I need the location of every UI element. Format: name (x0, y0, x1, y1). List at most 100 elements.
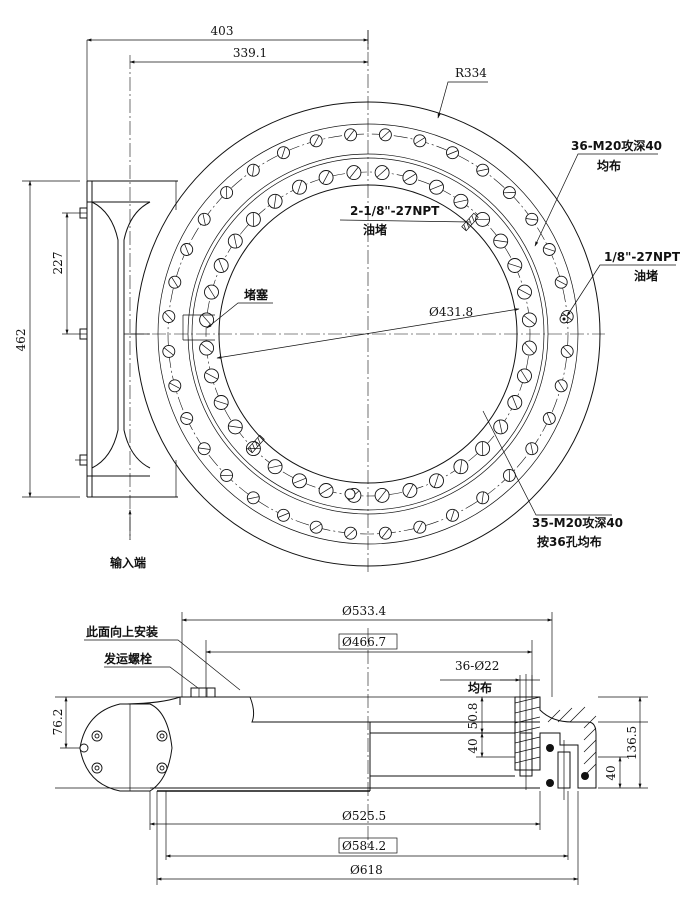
inner-bolt-hole-mark (377, 489, 387, 502)
outer-bolt-hole-mark (562, 346, 572, 357)
inner-bolt-hole-mark (481, 441, 484, 456)
callout-input-end: 输入端 (110, 509, 146, 570)
dim-height-462: 462 (14, 180, 80, 498)
dim-d618-label: Ø618 (350, 863, 383, 877)
dim-bore: Ø431.8 (216, 305, 520, 359)
outer-bolt-hole-mark (277, 512, 290, 518)
outer-bolt-holes (162, 128, 574, 540)
plug-label: 堵塞 (244, 287, 269, 302)
inner-bolt-hole-mark (475, 218, 490, 221)
inner-bolt-hole-mark (349, 166, 359, 179)
outer-bolt-hole-mark (281, 146, 286, 159)
dim-136-label: 136.5 (625, 726, 639, 760)
inner-bolt-hole-mark (201, 314, 212, 326)
outer-bolt-hole-mark (202, 213, 206, 226)
outer-ring-step (157, 123, 579, 545)
oil-plug-marks (247, 212, 569, 500)
inner-bolt-hole-mark (214, 399, 228, 405)
outer-bolt-hole-mark (476, 168, 489, 172)
side-view: Ø533.4 Ø466.7 36-Ø22 均布 76.2 50.8 40 136… (51, 604, 648, 885)
outer-bolt-hole-mark (184, 243, 190, 256)
inner-bolt-hole-mark (511, 395, 518, 410)
inner-bolt-hole-mark (268, 464, 282, 469)
dim-462-label: 462 (14, 329, 28, 352)
oil-plug-spec: 2-1/8"-27NPT (350, 204, 440, 218)
dim-50-label: 50.8 (466, 703, 480, 730)
inner-bolt-hole-mark (376, 167, 388, 178)
callout-outer-holes: 36-M20攻深40 均布 (534, 138, 662, 247)
dim-d466-label: Ø466.7 (342, 635, 386, 649)
outer-bolt-hole-mark (345, 528, 356, 538)
inner-holes-spec: 35-M20攻深40 (532, 515, 623, 530)
outer-bolt-hole-mark (180, 416, 193, 421)
callout-oil-plugs: 2-1/8"-27NPT 油堵 (339, 204, 471, 237)
inner-bolt-hole-mark (498, 420, 503, 434)
dim-40a-label: 40 (466, 738, 480, 753)
worm-housing-side (79, 703, 173, 792)
inner-bolt-hole-mark (292, 477, 307, 484)
inner-bolt-hole-mark (403, 173, 417, 182)
inner-bolt-hole-mark (297, 180, 303, 194)
outer-bolt-hole-mark (346, 129, 355, 140)
outer-bolt-hole-mark (450, 509, 455, 522)
dim-d525-label: Ø525.5 (342, 809, 386, 823)
outer-bolt-circle (167, 133, 569, 535)
dim-339-label: 339.1 (233, 46, 267, 60)
outer-bolt-hole-mark (446, 150, 459, 156)
inner-bolt-holes (199, 165, 537, 503)
callout-inner-holes: 35-M20攻深40 按36孔均布 (482, 410, 623, 549)
oil-plug-name: 油堵 (363, 222, 387, 237)
outer-bolt-hole-mark (169, 382, 181, 389)
inner-bolt-hole-mark (322, 171, 330, 184)
r334-label: R334 (455, 66, 487, 80)
inner-bolt-hole-mark (228, 425, 243, 429)
grease-plug-name: 油堵 (634, 268, 658, 283)
input-end-label: 输入端 (110, 555, 146, 570)
inner-holes-distribution: 按36孔均布 (537, 534, 602, 549)
outer-bolt-hole-mark (171, 276, 179, 288)
holes-22-spec: 36-Ø22 (455, 659, 499, 673)
inner-bolt-hole-mark (273, 194, 277, 209)
outer-bolt-hole-mark (525, 218, 538, 221)
outer-bolt-hole-mark (414, 137, 426, 145)
outer-bolt-hole-mark (198, 447, 211, 450)
outer-bolt-hole-mark (543, 247, 556, 252)
dim-d533-label: Ø533.4 (342, 604, 387, 618)
outer-bolt-hole-mark (313, 135, 320, 147)
ring-gap-inner (191, 157, 545, 511)
outer-bolt-hole-mark (310, 523, 322, 531)
top-view: 403 339.1 462 227 R334 36-M20攻深40 均布 (14, 24, 681, 575)
shipping-bolt (190, 687, 216, 698)
outer-bolt-hole-mark (546, 412, 552, 425)
inner-bolt-hole-mark (218, 258, 225, 273)
outer-bolt-hole-mark (481, 491, 484, 504)
housing-bolts (79, 730, 168, 774)
inner-bolt-hole-mark (433, 474, 439, 488)
outer-holes-spec: 36-M20攻深40 (571, 138, 662, 153)
inner-bolt-hole-mark (523, 315, 536, 325)
worm-housing (75, 55, 215, 540)
outer-bolt-hole-mark (381, 528, 390, 539)
inner-bolt-hole-mark (454, 199, 468, 204)
outer-holes-distribution: 均布 (597, 158, 621, 173)
ring-cross-section (514, 674, 597, 800)
grease-plug-spec: 1/8"-27NPT (604, 250, 681, 264)
inner-bolt-hole-mark (207, 285, 216, 299)
inner-bolt-hole-mark (520, 369, 529, 383)
outer-bolt-hole-mark (555, 279, 567, 286)
inner-bolt-hole-mark (493, 239, 508, 243)
inner-bolt-hole-mark (518, 288, 531, 296)
inner-bolt-hole-mark (429, 184, 444, 191)
dim-40b-label: 40 (604, 765, 618, 780)
inner-bolt-hole-mark (233, 234, 238, 248)
inner-bolt-hole-mark (459, 459, 463, 474)
ship-bolt-label: 发运螺栓 (103, 651, 152, 666)
outer-bolt-hole-mark (163, 347, 174, 356)
inner-bolt-hole-mark (406, 484, 414, 497)
dim-height-227: 227 (51, 212, 75, 335)
dim-center-offset: 339.1 (129, 46, 369, 64)
mount-face-label: 此面向上安装 (86, 624, 158, 639)
dim-overall-width: 403 (86, 24, 369, 181)
